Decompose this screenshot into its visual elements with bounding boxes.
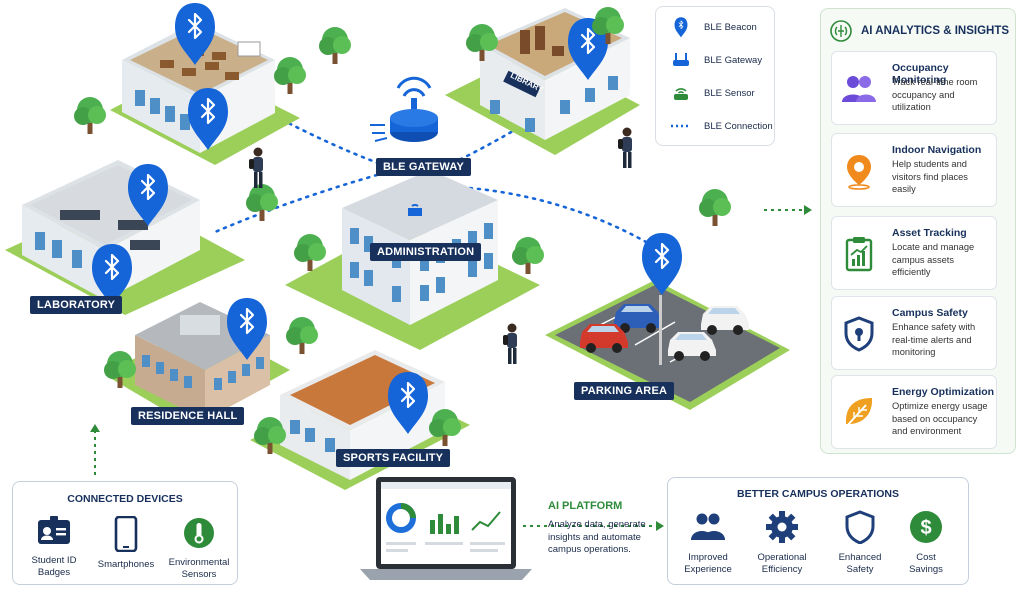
device-smartphones: Smartphones [93, 515, 159, 571]
legend-label: BLE Connection [704, 120, 773, 132]
dollar-icon: $ [910, 511, 942, 543]
ble-gateway-icon [670, 51, 692, 69]
people-icon [691, 513, 725, 540]
platform-title: AI PLATFORM [548, 500, 623, 512]
operation-safety: Enhanced Safety [822, 510, 898, 576]
operation-cost: $ Cost Savings [888, 510, 964, 576]
operation-label: Enhanced Safety [838, 552, 882, 575]
operation-label: Operational Efficiency [757, 552, 807, 575]
analytics-title: AI ANALYTICS & INSIGHTS [861, 25, 1010, 37]
insight-desc: Track real-time room occupancy and utili… [892, 77, 978, 112]
label-sports-facility: SPORTS FACILITY [336, 449, 451, 467]
legend-item: BLE Beacon [670, 16, 757, 38]
insight-navigation: Indoor Navigation Help students and visi… [831, 133, 997, 207]
insight-title: Indoor Navigation [892, 144, 982, 156]
label-administration: ADMINISTRATION [370, 243, 482, 261]
device-label: Environmental Sensors [168, 557, 230, 580]
svg-text:$: $ [920, 517, 931, 539]
legend-panel: BLE Beacon BLE Gateway BLE Sensor BLE Co… [655, 6, 775, 146]
laboratory-building [5, 160, 245, 315]
gateway-label: BLE GATEWAY [376, 158, 472, 176]
label-parking-area: PARKING AREA [574, 382, 675, 400]
analytics-header: AI ANALYTICS & INSIGHTS [829, 19, 1009, 43]
operations-panel: BETTER CAMPUS OPERATIONS Improved Experi… [667, 477, 969, 585]
thermometer-sensor-icon [184, 518, 214, 548]
devices-title: CONNECTED DEVICES [67, 493, 183, 505]
parking-area [545, 280, 790, 410]
operations-title: BETTER CAMPUS OPERATIONS [737, 488, 899, 500]
map-pin-icon [847, 155, 871, 190]
brain-icon [830, 20, 852, 42]
operation-efficiency: Operational Efficiency [744, 510, 820, 576]
insight-energy: Energy Optimization Optimize energy usag… [831, 375, 997, 449]
insight-title: Asset Tracking [892, 227, 967, 239]
legend-label: BLE Gateway [704, 54, 763, 66]
shield-icon [844, 316, 874, 352]
insight-desc: Locate and manage campus assets efficien… [892, 242, 975, 277]
insight-desc: Optimize energy usage based on occupancy… [892, 401, 988, 436]
insight-asset-tracking: Asset Tracking Locate and manage campus … [831, 216, 997, 290]
dotted-line-icon [670, 117, 692, 135]
insight-desc: Enhance safety with real-time alerts and… [892, 322, 976, 357]
insight-desc: Help students and visitors find places e… [892, 159, 968, 194]
ble-gateway-device [370, 76, 438, 142]
insight-title: Energy Optimization [892, 386, 995, 398]
gear-icon [766, 511, 798, 543]
id-badge-icon [38, 516, 70, 544]
insight-campus-safety: Campus Safety Enhance safety with real-t… [831, 296, 997, 370]
label-laboratory: LABORATORY [30, 296, 123, 314]
label-residence-hall: RESIDENCE HALL [131, 407, 245, 425]
flow-arrows [94, 209, 806, 527]
legend-item: BLE Connection [670, 117, 773, 135]
device-label: Student ID Badges [31, 555, 77, 578]
ai-analytics-panel: AI ANALYTICS & INSIGHTS Occupancy Monito… [820, 8, 1016, 454]
smartphone-icon [114, 515, 138, 553]
people-icon [842, 76, 876, 102]
legend-item: BLE Sensor [670, 84, 755, 102]
bluetooth-beacon-icon [670, 16, 692, 38]
insight-title: Occupancy Monitoring [892, 62, 949, 86]
ai-platform-laptop [360, 477, 532, 580]
leaf-icon [845, 398, 873, 428]
legend-label: BLE Beacon [704, 21, 757, 33]
administration-building [285, 170, 540, 350]
ble-sensor-icon [670, 84, 692, 102]
operation-label: Improved Experience [684, 552, 732, 575]
clipboard-chart-icon [845, 237, 873, 272]
device-sensors: Environmental Sensors [165, 516, 233, 581]
connected-devices-panel: CONNECTED DEVICES Student ID Badges Smar… [12, 481, 238, 585]
platform-desc: Analyze data, generate insights and auto… [548, 519, 646, 555]
legend-label: BLE Sensor [704, 87, 755, 99]
device-label: Smartphones [97, 559, 155, 570]
shield-icon [845, 510, 875, 545]
operation-experience: Improved Experience [670, 510, 746, 576]
device-badges: Student ID Badges [21, 516, 87, 579]
insight-title: Campus Safety [892, 307, 968, 319]
operation-label: Cost Savings [909, 552, 943, 575]
legend-item: BLE Gateway [670, 51, 762, 69]
insight-occupancy: Occupancy Monitoring Track real-time roo… [831, 51, 997, 125]
